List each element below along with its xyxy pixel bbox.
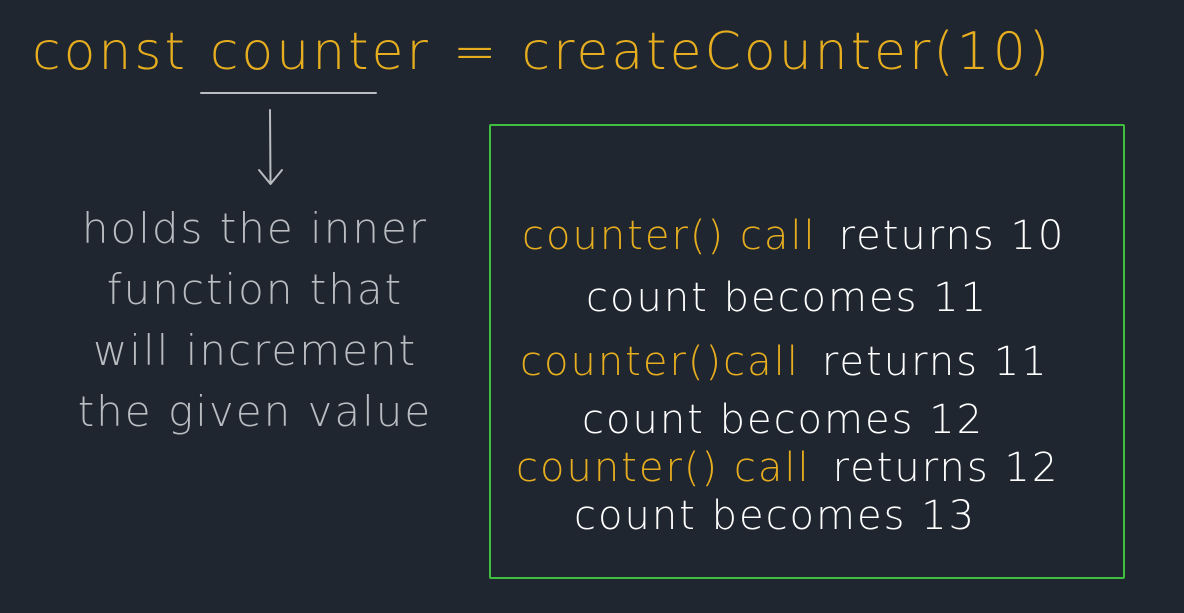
- annotation-note: holds the inner function that will incre…: [70, 198, 440, 442]
- calls-box: [489, 124, 1125, 579]
- note-line: function that: [106, 265, 404, 314]
- down-arrow-icon: [258, 109, 283, 185]
- variable-underline: [200, 92, 377, 94]
- note-line: holds the inner: [81, 204, 429, 253]
- assignment-operator: =: [452, 22, 500, 82]
- step-3-call-row: counter() call returns 12: [516, 448, 1059, 488]
- note-line: the given value: [77, 387, 433, 436]
- counter-call: counter() call: [522, 213, 817, 259]
- step-2-effect-row: count becomes 12: [582, 400, 984, 440]
- count-update: count becomes 12: [582, 397, 985, 443]
- const-keyword: const: [32, 22, 188, 82]
- step-3-effect-row: count becomes 13: [574, 496, 976, 536]
- return-value: returns 10: [838, 213, 1066, 259]
- return-value: returns 11: [821, 339, 1049, 385]
- counter-call: counter()call: [520, 339, 800, 385]
- return-value: returns 12: [832, 445, 1060, 491]
- note-line: will increment: [92, 326, 418, 375]
- counter-variable: counter: [209, 22, 431, 82]
- counter-call: counter() call: [516, 445, 811, 491]
- step-1-effect-row: count becomes 11: [586, 278, 988, 318]
- step-1-call-row: counter() call returns 10: [522, 216, 1065, 256]
- step-2-call-row: counter()call returns 11: [520, 342, 1049, 382]
- create-counter-call: createCounter(10): [521, 22, 1053, 82]
- count-update: count becomes 13: [574, 493, 977, 539]
- count-update: count becomes 11: [586, 275, 989, 321]
